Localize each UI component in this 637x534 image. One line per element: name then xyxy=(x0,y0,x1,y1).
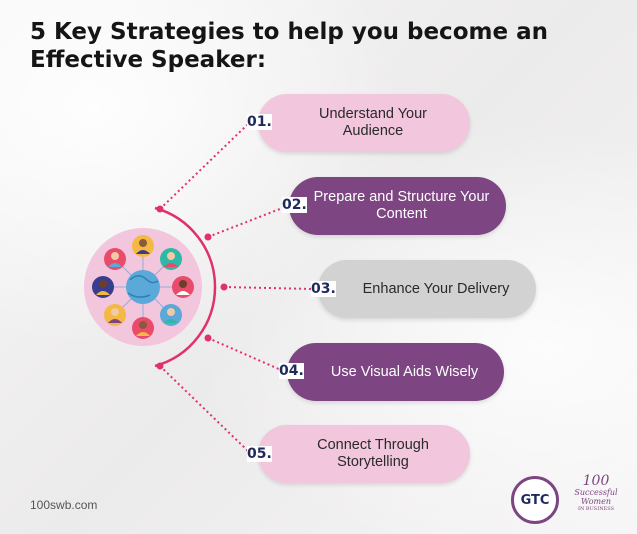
connector-4 xyxy=(207,337,282,371)
strategy-item-5: Connect Through Storytelling xyxy=(258,425,470,483)
avatar xyxy=(132,317,154,339)
strategy-item-3: Enhance Your Delivery xyxy=(318,260,536,318)
swb-logo-line2: Women xyxy=(581,497,611,506)
strategy-number: 04. xyxy=(279,363,304,379)
strategy-label: Prepare and Structure Your Content xyxy=(313,189,490,222)
strategy-number: 01. xyxy=(247,114,272,130)
swb-logo-line1: Successful xyxy=(574,488,618,497)
strategy-label: Connect Through Storytelling xyxy=(317,437,429,470)
connector-3 xyxy=(223,286,314,290)
website-link[interactable]: 100swb.com xyxy=(30,498,98,512)
strategy-item-4: Use Visual Aids Wisely xyxy=(287,343,504,401)
swb-logo-number: 100 xyxy=(582,473,610,489)
connector-5 xyxy=(159,365,249,452)
connector-arc xyxy=(154,206,217,368)
strategy-number: 02. xyxy=(282,197,307,213)
avatar xyxy=(92,276,114,298)
connector-1 xyxy=(159,124,248,210)
avatar xyxy=(160,248,182,270)
swb-logo: 100 Successful Women IN BUSINESS xyxy=(566,474,626,524)
gtc-logo-text: GTC xyxy=(520,492,550,508)
title-line-2: Effective Speaker: xyxy=(30,47,267,73)
page-title: 5 Key Strategies to help you become an E… xyxy=(30,18,590,74)
connector-dots xyxy=(156,205,228,370)
strategy-item-1: Understand Your Audience xyxy=(258,94,470,152)
globe-icon xyxy=(126,270,160,304)
gtc-logo: GTC xyxy=(511,476,559,524)
avatar-group xyxy=(92,235,194,339)
strategy-label: Understand Your Audience xyxy=(318,106,428,139)
connector-2 xyxy=(207,206,286,238)
avatar xyxy=(104,248,126,270)
strategy-number: 05. xyxy=(247,446,272,462)
swb-logo-line3: IN BUSINESS xyxy=(577,506,614,512)
avatar xyxy=(172,276,194,298)
strategy-label: Use Visual Aids Wisely xyxy=(330,363,479,380)
avatar xyxy=(104,304,126,326)
strategy-item-2: Prepare and Structure Your Content xyxy=(289,177,506,235)
title-line-1: 5 Key Strategies to help you become an xyxy=(30,19,548,45)
dotted-connectors xyxy=(159,124,314,452)
people-network-icon xyxy=(84,228,202,346)
strategy-label: Enhance Your Delivery xyxy=(362,280,510,297)
avatar xyxy=(160,304,182,326)
strategy-number: 03. xyxy=(311,281,336,297)
avatar xyxy=(132,235,154,257)
